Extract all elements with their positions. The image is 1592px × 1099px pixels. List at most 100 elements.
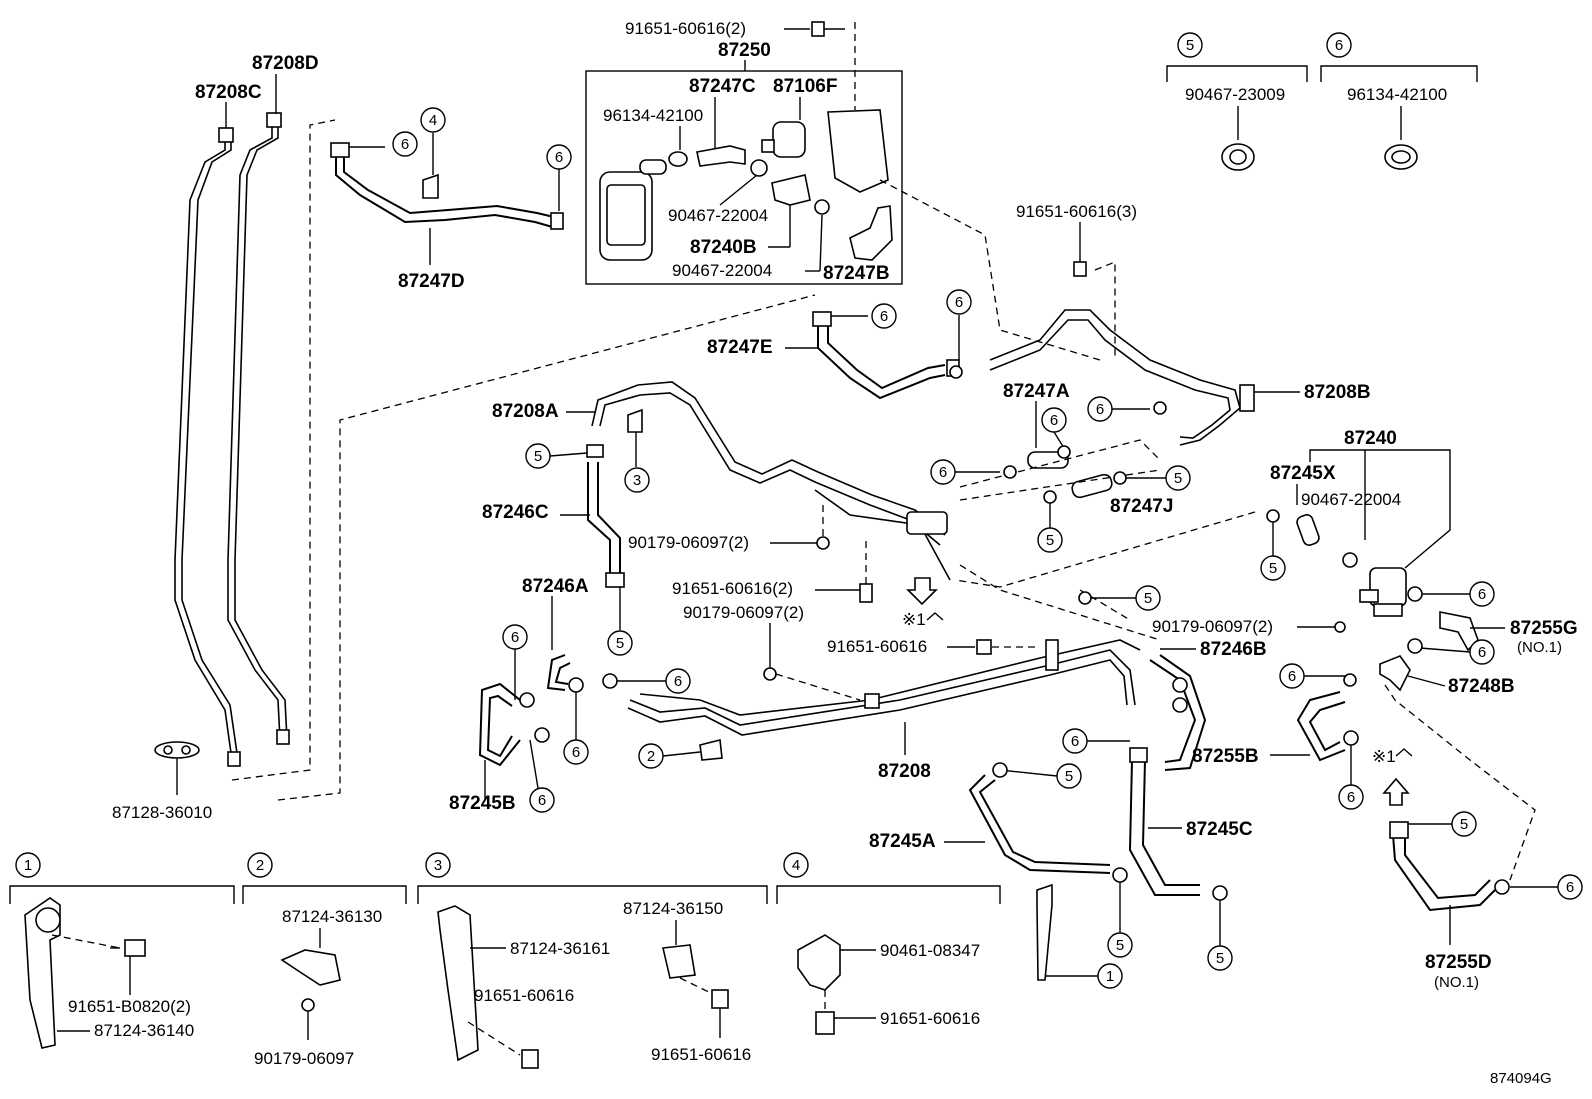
callout-6: 6 xyxy=(1050,412,1058,429)
clamp-box-b[interactable] xyxy=(814,199,830,215)
hose-87255B[interactable] xyxy=(1296,691,1346,762)
label-87255D: 87255D xyxy=(1425,952,1492,973)
label-91651-60616-2-top: 91651-60616(2) xyxy=(625,19,746,38)
bolt-91651-60616-mid[interactable] xyxy=(976,639,992,655)
label-90179-06097-2-c: 90179-06097(2) xyxy=(1152,617,1273,636)
label-87248B: 87248B xyxy=(1448,676,1515,697)
hose-87246B[interactable] xyxy=(1149,654,1207,771)
label-90467-23009: 90467-23009 xyxy=(1185,85,1285,104)
label-90179-06097-2-b: 90179-06097(2) xyxy=(683,603,804,622)
detail-3-callout xyxy=(425,852,451,878)
diagram-code: 874094G xyxy=(1490,1070,1552,1087)
bracket-2[interactable] xyxy=(699,739,723,761)
detail-2-num: 2 xyxy=(256,857,264,874)
detail-2-clamp[interactable] xyxy=(280,949,341,986)
label-87255D-no: (NO.1) xyxy=(1434,974,1479,991)
hose-87255G[interactable] xyxy=(1439,611,1479,652)
detail-2-nut[interactable] xyxy=(301,998,315,1012)
bolt-mid[interactable] xyxy=(859,583,873,603)
label-91651-60616-2-mid: 91651-60616(2) xyxy=(672,579,793,598)
callouts: 6 4 6 6 6 6 6 6 5 5 5 3 5 5 5 6 6 6 6 5 … xyxy=(392,107,1583,989)
canister[interactable] xyxy=(599,171,653,261)
bracket-3[interactable] xyxy=(627,408,643,433)
valve-87240[interactable] xyxy=(1359,567,1407,617)
label-87245B: 87245B xyxy=(449,793,516,814)
hose-87247C[interactable] xyxy=(639,145,746,175)
pipe-87208B[interactable] xyxy=(989,309,1255,446)
callout-6: 6 xyxy=(1347,789,1355,806)
hose-87246C[interactable] xyxy=(587,462,621,578)
hose-87247D[interactable] xyxy=(330,142,564,230)
label-87208D: 87208D xyxy=(252,53,319,74)
hose-87247A[interactable] xyxy=(1027,451,1069,469)
label-87247D: 87247D xyxy=(398,271,465,292)
callout-5: 5 xyxy=(1174,470,1182,487)
label-87247B: 87247B xyxy=(823,263,890,284)
part-87248B[interactable] xyxy=(1379,655,1411,692)
clamp-96134-42100[interactable] xyxy=(1384,144,1418,170)
detail-4-bracket[interactable] xyxy=(797,934,841,991)
clamps[interactable] xyxy=(519,365,1510,901)
clamp-90467-23009[interactable] xyxy=(1221,143,1255,171)
label-90467-22004-c: 90467-22004 xyxy=(1301,490,1401,509)
nut-a[interactable] xyxy=(816,536,830,550)
hose-87245B[interactable] xyxy=(478,682,521,767)
callout-6: 6 xyxy=(538,792,546,809)
detail-1-bolt[interactable] xyxy=(110,939,146,957)
hose-87245X[interactable] xyxy=(1295,513,1320,547)
ref-arrow-down xyxy=(906,577,938,606)
pipe-87208[interactable] xyxy=(627,639,1141,736)
pipe-87208A[interactable] xyxy=(591,381,951,581)
label-87124-36150: 87124-36150 xyxy=(623,899,723,918)
pipe-87208D[interactable] xyxy=(227,112,290,767)
label-91651-B0820-2: 91651-B0820(2) xyxy=(68,997,191,1016)
hose-87255D[interactable] xyxy=(1389,821,1496,912)
bolt-top[interactable] xyxy=(811,21,845,37)
grommet-87128-36010[interactable] xyxy=(154,741,200,759)
label-87128-36010: 87128-36010 xyxy=(112,803,212,822)
detail-4-bolt[interactable] xyxy=(815,1011,835,1035)
callout-4: 4 xyxy=(429,112,437,129)
ref-arrow-up xyxy=(1382,777,1410,806)
detail-3-bolt-a[interactable] xyxy=(521,1049,539,1069)
label-87246B: 87246B xyxy=(1200,639,1267,660)
pipe-87208C[interactable] xyxy=(174,127,239,761)
nut-b[interactable] xyxy=(763,667,777,681)
clamp-87246C-bot[interactable] xyxy=(605,572,625,588)
hose-87247E[interactable] xyxy=(812,311,960,400)
hose-87245C[interactable] xyxy=(1128,747,1200,896)
hose-87245A[interactable] xyxy=(968,774,1111,874)
nut-c[interactable] xyxy=(1334,621,1346,633)
label-87245A: 87245A xyxy=(869,831,936,852)
legend-callout-6 xyxy=(1326,32,1352,58)
label-90179-06097: 90179-06097 xyxy=(254,1049,354,1068)
detail-3-bracket[interactable] xyxy=(437,905,479,1062)
bracket-box[interactable] xyxy=(827,109,889,193)
label-87124-36130: 87124-36130 xyxy=(282,907,382,926)
detail-1-bracket[interactable] xyxy=(24,897,61,1049)
label-87124-36140: 87124-36140 xyxy=(94,1021,194,1040)
callout-6: 6 xyxy=(939,464,947,481)
detail-4-num: 4 xyxy=(792,857,800,874)
legend-5-num: 5 xyxy=(1186,37,1194,54)
valve-87106F[interactable] xyxy=(761,121,806,158)
hose-87247J[interactable] xyxy=(1071,473,1114,499)
label-87255B: 87255B xyxy=(1192,746,1259,767)
bracket-4[interactable] xyxy=(422,173,439,199)
clamp-87246C-top[interactable] xyxy=(586,444,604,458)
bolt-91651-60616-3[interactable] xyxy=(1073,261,1087,277)
hose-87246A[interactable] xyxy=(546,654,571,691)
callout-6: 6 xyxy=(674,673,682,690)
bracket-1[interactable] xyxy=(1036,883,1053,981)
part-87240B[interactable] xyxy=(771,174,811,206)
detail-3-bolt-b[interactable] xyxy=(711,989,729,1009)
callout-6: 6 xyxy=(572,744,580,761)
label-87240: 87240 xyxy=(1344,428,1397,449)
clamp-box-a[interactable] xyxy=(750,159,768,177)
hose-87247B[interactable] xyxy=(849,205,893,261)
label-87247C: 87247C xyxy=(689,76,756,97)
label-ref1-a: ※1 xyxy=(902,610,926,629)
detail-3-clamp[interactable] xyxy=(662,944,696,979)
